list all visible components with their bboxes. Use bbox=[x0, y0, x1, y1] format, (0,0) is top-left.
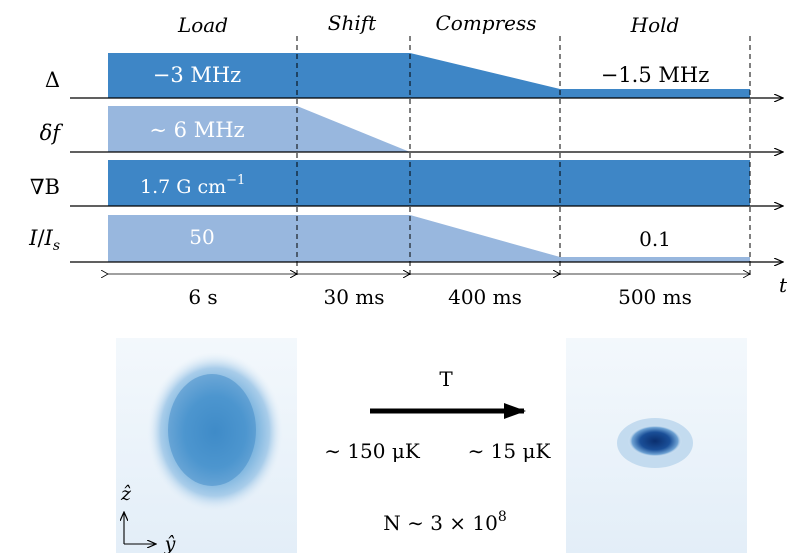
stage-label-hold: Hold bbox=[630, 13, 680, 37]
intensity-symbol-base: I bbox=[44, 226, 54, 250]
temperature-start: ∼ 150 μK bbox=[324, 439, 421, 463]
stage-label-load: Load bbox=[177, 13, 228, 37]
detuning-offset-start-value: ∼ 6 MHz bbox=[149, 118, 244, 142]
duration-load: 6 s bbox=[188, 285, 217, 309]
intensity-symbol-slash: / bbox=[37, 226, 45, 250]
detuning-offset-waveform bbox=[108, 106, 410, 152]
gradient-row-symbol: ∇B bbox=[30, 175, 60, 199]
atom-number-text: N ∼ 3 × 10 bbox=[383, 511, 498, 535]
intensity-waveform bbox=[108, 215, 750, 262]
delta-end-value: −1.5 MHz bbox=[601, 63, 710, 87]
detuning-offset-row-symbol: δf bbox=[40, 121, 64, 145]
time-axis-label: t bbox=[779, 273, 787, 297]
absorption-image-before bbox=[116, 338, 297, 553]
intensity-start-value: 50 bbox=[189, 225, 214, 249]
intensity-row-symbol: I/Is bbox=[28, 226, 60, 254]
temperature-arrow-label: T bbox=[439, 367, 453, 391]
stage-label-compress: Compress bbox=[435, 11, 536, 35]
duration-hold: 500 ms bbox=[618, 285, 692, 309]
absorption-image-after bbox=[566, 338, 747, 553]
delta-row-symbol: Δ bbox=[45, 68, 60, 92]
gradient-waveform bbox=[108, 160, 750, 206]
gradient-start-value: 1.7 G cm−1 bbox=[140, 173, 245, 198]
temperature-end: ∼ 15 μK bbox=[468, 439, 552, 463]
z-axis-label: ẑ bbox=[120, 483, 132, 505]
gradient-value-exponent: −1 bbox=[226, 173, 245, 188]
y-axis-label: ŷ bbox=[164, 533, 176, 553]
gradient-value-text: 1.7 G cm bbox=[140, 176, 226, 198]
atom-number: N ∼ 3 × 108 bbox=[383, 509, 507, 535]
stage-label-shift: Shift bbox=[328, 11, 377, 35]
intensity-symbol-i: I bbox=[28, 226, 38, 250]
intensity-symbol-sub: s bbox=[53, 238, 60, 254]
intensity-end-value: 0.1 bbox=[639, 227, 671, 251]
atom-number-exponent: 8 bbox=[498, 509, 507, 525]
delta-start-value: −3 MHz bbox=[153, 63, 242, 87]
duration-shift: 30 ms bbox=[323, 285, 384, 309]
duration-compress: 400 ms bbox=[448, 285, 522, 309]
delta-waveform bbox=[108, 53, 750, 98]
